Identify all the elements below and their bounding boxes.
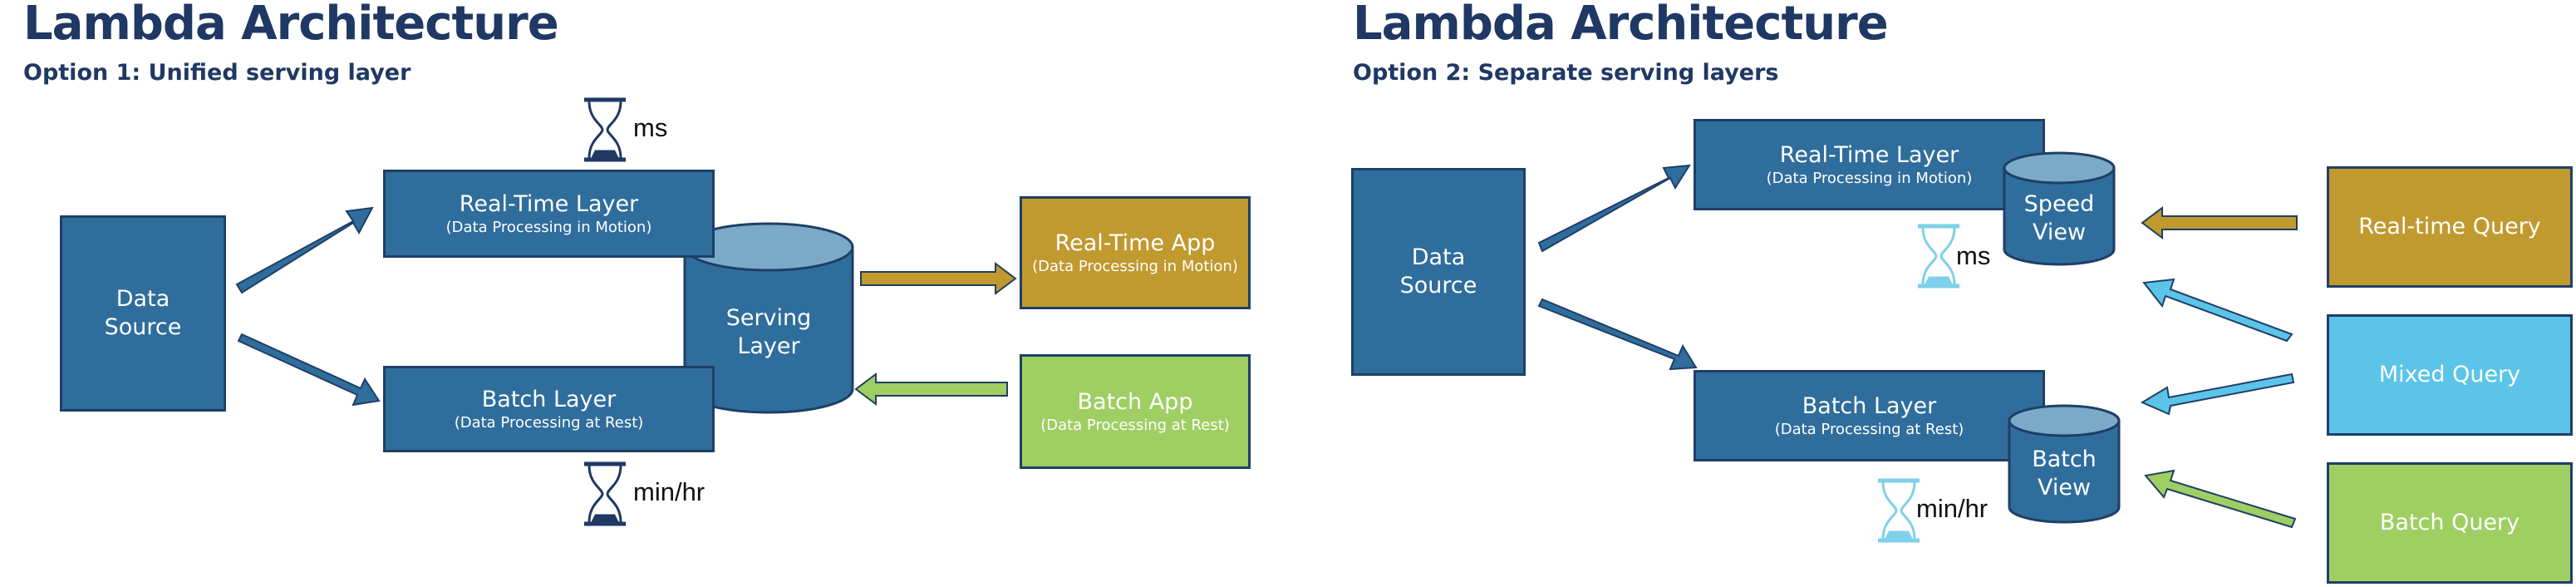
page-title: Lambda Architecture [1353,0,1889,51]
batch-query-box: Batch Query [2327,462,2573,584]
realtime-app-box: Real-Time App (Data Processing in Motion… [1020,196,1251,309]
hourglass-icon [1918,224,1959,289]
arrow-batchquery-to-batchview [2144,469,2297,529]
data-source-box: Data Source [1351,168,1526,376]
batch-app-box: Batch App (Data Processing at Rest) [1020,354,1251,469]
timing-minhr-label: min/hr [633,477,705,506]
speed-view-cylinder [2003,151,2116,266]
arrow-batchapp-to-serving [854,372,1008,406]
panel-unified-serving: Lambda Architecture Option 1: Unified se… [23,0,1251,526]
arrow-ds-to-batch [1537,298,1698,371]
arrow-rtquery-to-speedview [2141,206,2298,239]
arrow-ds-to-realtime [235,206,374,294]
left-connectors [235,97,1017,526]
timing-minhr-label: min/hr [1916,494,1989,523]
serving-layer-cylinder [683,222,854,414]
subtitle: Option 1: Unified serving layer [23,60,411,86]
arrow-ds-to-batch [237,333,381,407]
hourglass-icon [584,461,626,526]
page-title: Lambda Architecture [23,0,559,51]
data-source-box: Data Source [60,215,226,412]
right-connectors [1537,164,2298,543]
timing-ms-label: ms [633,113,668,142]
batch-layer-box: Batch Layer (Data Processing at Rest) [1694,370,2045,461]
arrow-serving-to-rtapp [860,262,1017,295]
hourglass-icon [584,97,626,162]
realtime-layer-box: Real-Time Layer (Data Processing in Moti… [1694,119,2045,210]
realtime-query-box: Real-time Query [2327,166,2573,288]
subtitle: Option 2: Separate serving layers [1353,60,1779,86]
arrow-mixed-to-speedview [2142,278,2293,343]
batch-layer-box: Batch Layer (Data Processing at Rest) [383,366,715,452]
arrow-mixed-to-batchview [2140,372,2295,416]
serving-layer-label: Serving Layer [725,305,812,359]
timing-ms-label: ms [1956,241,1991,270]
right-view-cylinders [2003,151,2121,524]
batch-view-label: Batch View [2032,446,2097,501]
speed-view-label: Speed View [2023,191,2095,245]
batch-view-cylinder [2008,404,2121,524]
mixed-query-box: Mixed Query [2327,314,2573,436]
realtime-layer-box: Real-Time Layer (Data Processing in Moti… [383,170,715,258]
arrow-ds-to-realtime [1537,164,1691,253]
hourglass-icon [1878,478,1920,543]
panel-separate-serving: Lambda Architecture Option 2: Separate s… [1330,0,2576,587]
